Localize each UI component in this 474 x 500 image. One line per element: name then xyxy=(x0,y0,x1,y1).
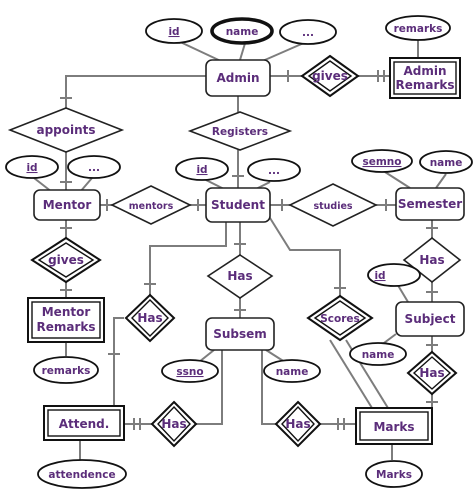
entity-semester: Semester xyxy=(395,187,465,221)
relationship-registers: Registers xyxy=(187,111,293,151)
entity-student: Student xyxy=(205,187,271,223)
relationship-mentors-label: mentors xyxy=(129,201,174,212)
relationship-has-subsem-attend: Has xyxy=(150,400,198,448)
attr-subsem-ssno: ssno xyxy=(161,359,219,383)
relationship-has-subsem-attend-label: Has xyxy=(161,417,186,431)
attr-subject-id-label: id xyxy=(374,270,385,282)
attr-attend-attendence-label: attendence xyxy=(48,469,115,481)
attr-student-id: id xyxy=(175,157,229,181)
relationship-studies: studies xyxy=(288,183,378,227)
attr-mentor-remarks-remarks: remarks xyxy=(33,356,99,384)
entity-subject: Subject xyxy=(395,301,465,337)
attr-student-more-label: ... xyxy=(268,165,280,177)
entity-admin: Admin xyxy=(205,59,271,97)
entity-marks: Marks xyxy=(355,407,433,445)
attr-admin-remarks-remarks: remarks xyxy=(385,15,451,41)
attr-semester-name: name xyxy=(419,150,473,174)
relationship-studies-label: studies xyxy=(313,201,352,212)
attr-mentor-more: ... xyxy=(67,155,121,179)
entity-admin-remarks-label-2: Remarks xyxy=(395,78,454,92)
relationship-has-student-subsem: Has xyxy=(206,254,274,299)
relationship-gives-admin: gives xyxy=(300,54,360,98)
entity-subsem: Subsem xyxy=(205,317,275,351)
connectors xyxy=(33,38,447,460)
entity-mentor-remarks-label-1: Mentor xyxy=(42,305,91,319)
attr-subject-name: name xyxy=(349,342,407,366)
entity-mentor-remarks: Mentor Remarks xyxy=(27,297,105,343)
attr-student-more: ... xyxy=(247,158,301,182)
relationship-has-subsem-marks: Has xyxy=(274,400,322,448)
entity-subsem-label: Subsem xyxy=(213,327,267,341)
attr-marks-marks-label: Marks xyxy=(376,469,412,481)
entity-mentor-remarks-label-2: Remarks xyxy=(36,320,95,334)
attr-semester-semno: semno xyxy=(351,149,413,173)
relationship-has-student-subsem-label: Has xyxy=(227,269,252,283)
attr-admin-remarks-remarks-label: remarks xyxy=(394,23,443,35)
attr-admin-name-label: name xyxy=(226,26,259,38)
relationship-appoints: appoints xyxy=(7,107,125,153)
attr-subject-id: id xyxy=(367,263,421,287)
attr-subsem-name: name xyxy=(263,359,321,383)
entity-marks-label: Marks xyxy=(373,420,414,434)
attr-admin-more-label: ... xyxy=(302,27,314,39)
entity-mentor-label: Mentor xyxy=(43,198,92,212)
entity-attend-label: Attend. xyxy=(59,417,110,431)
cardinality-ticks xyxy=(60,70,438,430)
attr-mentor-more-label: ... xyxy=(88,162,100,174)
entity-admin-label: Admin xyxy=(216,71,259,85)
relationship-has-mentor-attend-label: Has xyxy=(137,311,162,325)
attr-subsem-name-label: name xyxy=(276,366,309,378)
attr-mentor-id: id xyxy=(5,155,59,179)
relationship-scores-label: Scores xyxy=(320,313,360,325)
relationship-has-subject-marks-label: Has xyxy=(419,366,444,380)
entity-semester-label: Semester xyxy=(398,197,462,211)
relationship-has-mentor-attend: Has xyxy=(124,293,176,343)
relationship-mentors: mentors xyxy=(110,185,192,225)
entity-student-label: Student xyxy=(211,198,265,212)
attr-marks-marks: Marks xyxy=(365,460,423,488)
relationship-gives-mentor-label: gives xyxy=(48,253,84,267)
entity-mentor: Mentor xyxy=(33,189,101,221)
entity-attend: Attend. xyxy=(43,405,125,441)
entity-admin-remarks: Admin Remarks xyxy=(389,57,461,99)
attr-admin-name: name xyxy=(210,17,274,45)
relationship-registers-label: Registers xyxy=(212,126,268,138)
relationship-has-subsem-marks-label: Has xyxy=(285,417,310,431)
attr-admin-id-label: id xyxy=(168,26,179,38)
attr-mentor-id-label: id xyxy=(26,162,37,174)
relationship-gives-admin-label: gives xyxy=(312,69,348,83)
attr-subsem-ssno-label: ssno xyxy=(176,366,203,378)
relationship-has-subject-marks: Has xyxy=(406,350,458,396)
attr-attend-attendence: attendence xyxy=(37,459,127,489)
relationship-scores: Scores xyxy=(306,294,374,342)
attr-subject-name-label: name xyxy=(362,349,395,361)
attr-semester-semno-label: semno xyxy=(362,156,401,168)
attr-mentor-remarks-remarks-label: remarks xyxy=(42,365,91,377)
relationship-has-semester-subject-label: Has xyxy=(419,253,444,267)
entity-subject-label: Subject xyxy=(405,312,456,326)
relationship-gives-mentor: gives xyxy=(30,236,102,284)
attr-admin-more: ... xyxy=(279,19,337,45)
attr-semester-name-label: name xyxy=(430,157,463,169)
attr-admin-id: id xyxy=(145,18,203,44)
entity-admin-remarks-label-1: Admin xyxy=(403,64,446,78)
relationship-appoints-label: appoints xyxy=(36,123,95,137)
attr-student-id-label: id xyxy=(196,164,207,176)
